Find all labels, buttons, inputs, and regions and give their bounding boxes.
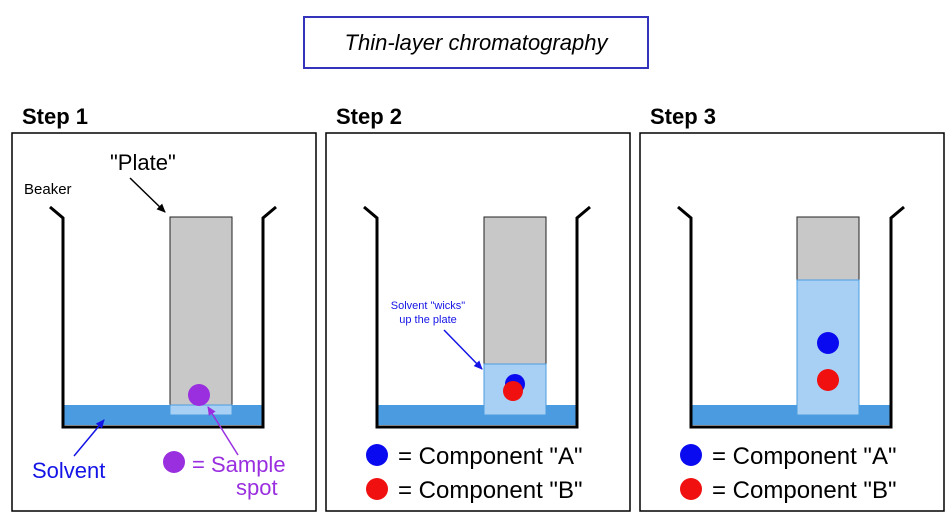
step-3-panel: = Component "A" = Component "B" [639, 132, 945, 512]
solvent-arrow [73, 419, 105, 457]
plate-arrow [129, 177, 166, 213]
plate [169, 216, 233, 416]
solvent-label: Solvent [32, 458, 105, 483]
wicks-label-line1: Solvent "wicks" [391, 300, 466, 312]
component-a-legend-label: = Component "A" [712, 443, 896, 470]
plate-wet-zone [169, 404, 233, 416]
title-frame [303, 16, 649, 69]
beaker [363, 205, 591, 429]
component-b-legend-dot [680, 478, 702, 500]
step-2-panel: Solvent "wicks" up the plate = Component… [325, 132, 631, 512]
wicks-arrow [443, 329, 483, 370]
component-a-legend-dot [680, 444, 702, 466]
diagram-title: Thin-layer chromatography [345, 30, 610, 55]
title-box: Thin-layer chromatography [303, 16, 649, 69]
component-a-legend-dot [366, 444, 388, 466]
sample-label-line2: spot [236, 475, 278, 500]
beaker [49, 205, 277, 429]
step-3-label: Step 3 [650, 104, 716, 129]
sample-arrow [207, 406, 239, 456]
component-a-legend-label: = Component "A" [398, 443, 582, 470]
component-b-legend-label: = Component "B" [712, 477, 896, 504]
step-1-panel: "Plate" Beaker Solvent = Sample spot [11, 132, 317, 512]
component-a-spot [817, 332, 839, 354]
sample-legend-dot [163, 451, 185, 473]
beaker-label: Beaker [24, 181, 72, 198]
plate-label: "Plate" [110, 150, 176, 175]
step-2-label: Step 2 [336, 104, 402, 129]
component-b-spot [817, 369, 839, 391]
sample-spot [188, 384, 210, 406]
component-b-spot [503, 381, 523, 401]
component-b-legend-label: = Component "B" [398, 477, 582, 504]
sample-label-line1: = Sample [192, 452, 286, 477]
component-b-legend-dot [366, 478, 388, 500]
step-1-label: Step 1 [22, 104, 88, 129]
beaker [677, 205, 905, 429]
solvent-layer [692, 405, 890, 425]
wicks-label-line2: up the plate [399, 314, 457, 326]
